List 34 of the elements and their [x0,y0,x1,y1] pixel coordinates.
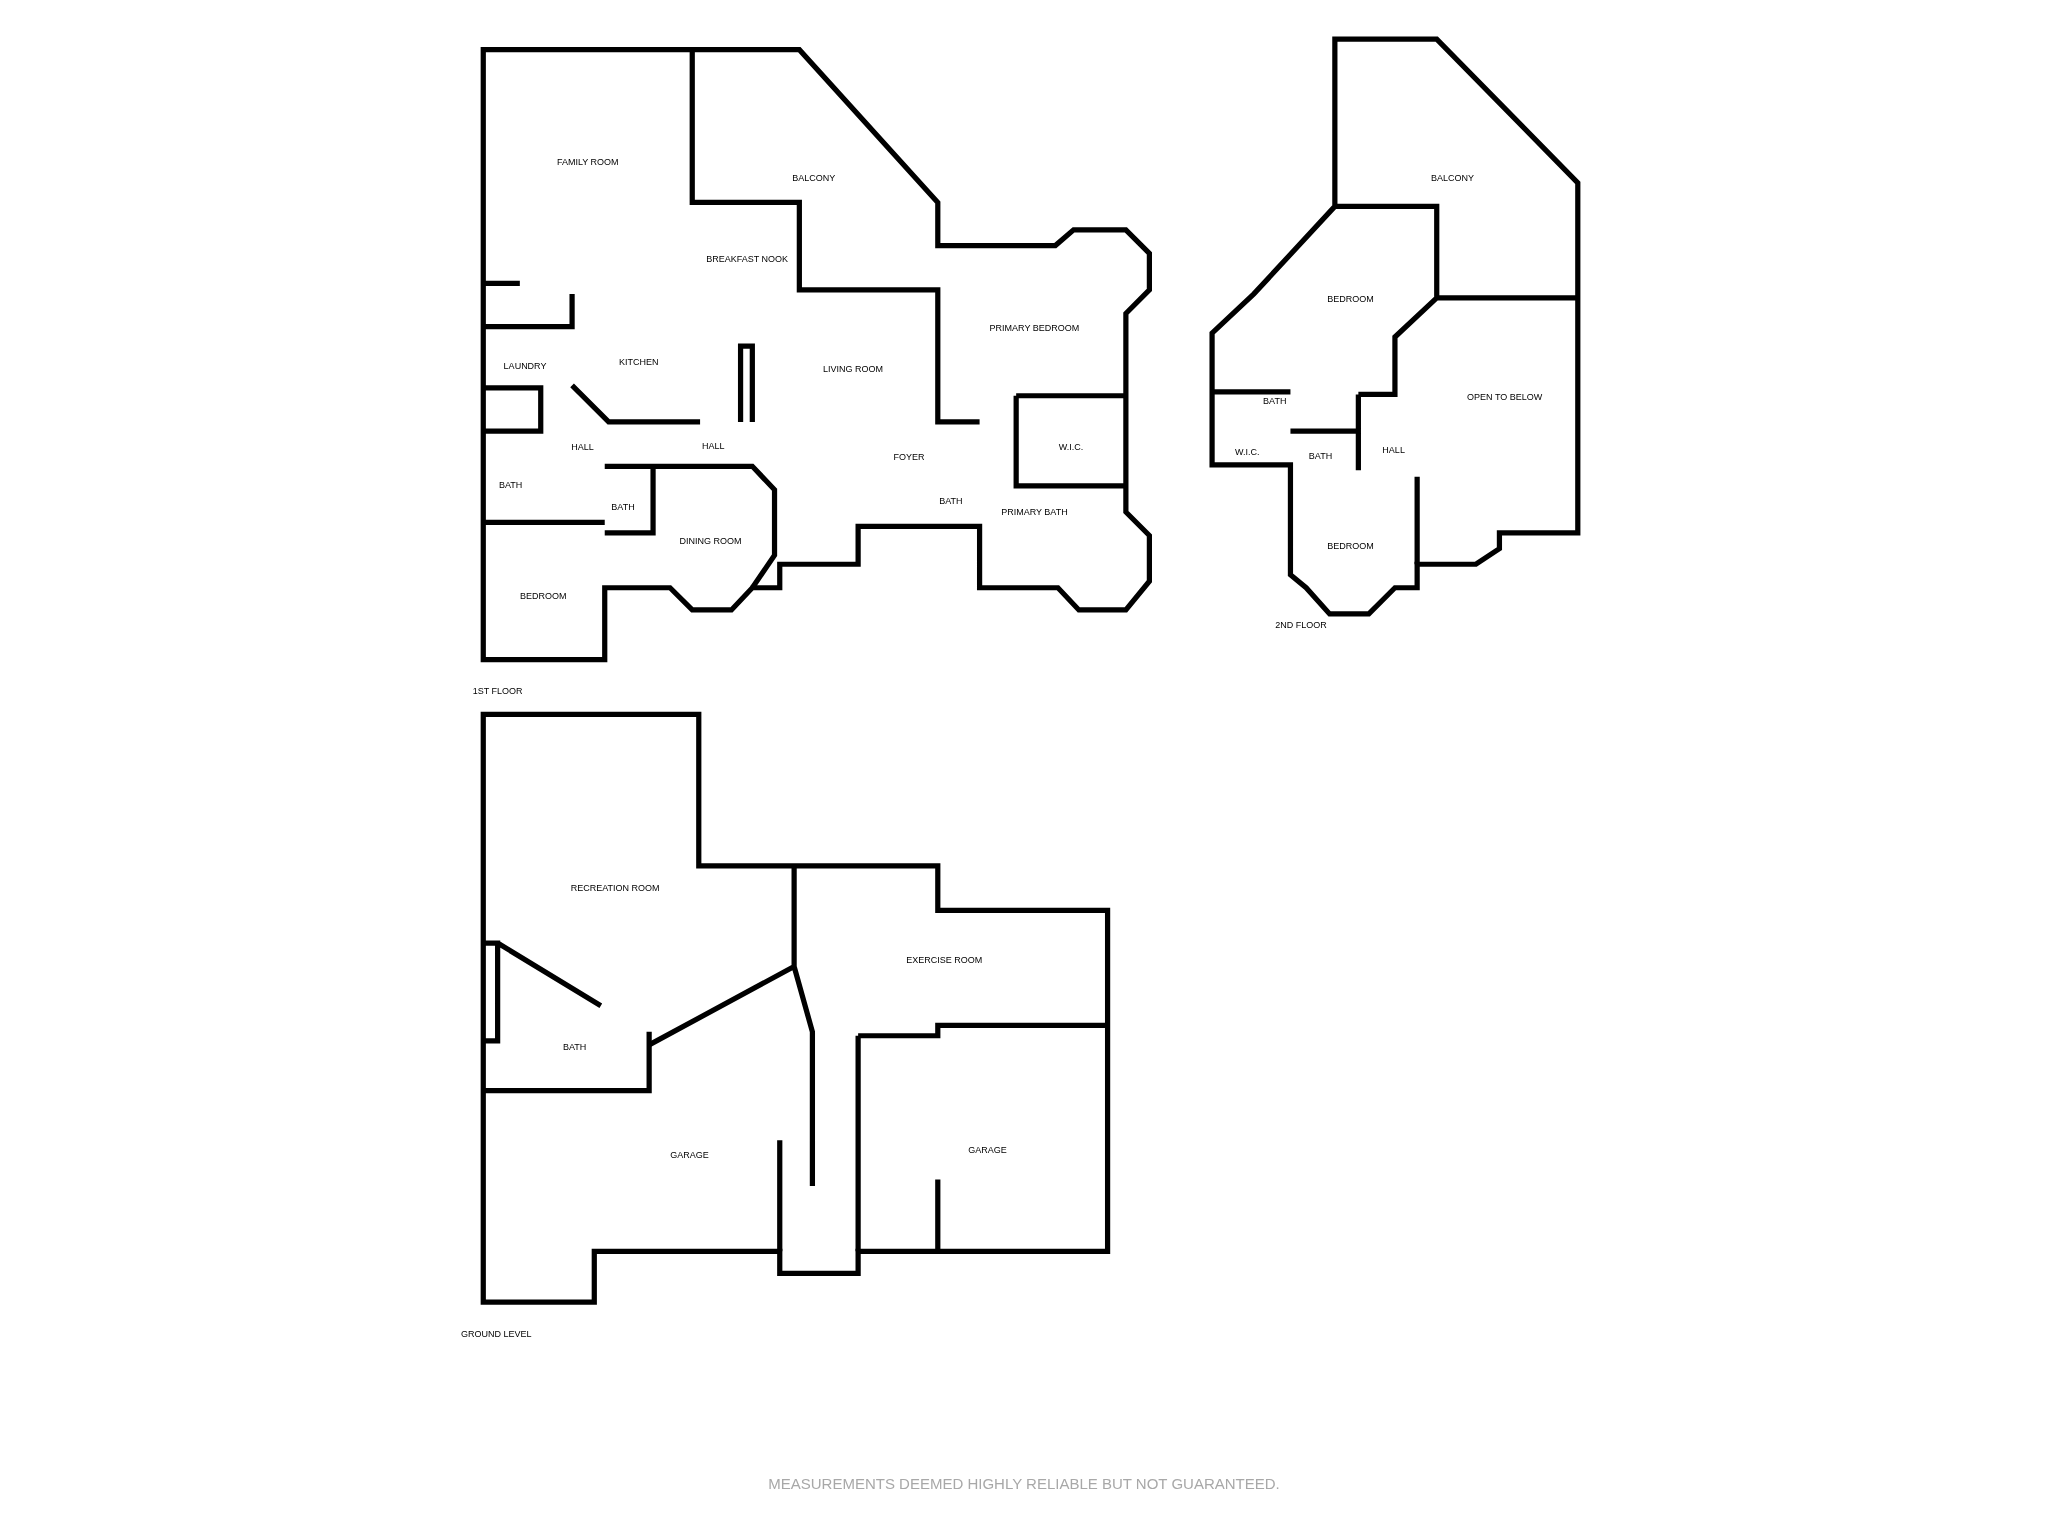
room-label: BATH [563,1040,587,1054]
room-label: W.I.C. [1058,441,1084,455]
room-label: DINING ROOM [679,535,742,549]
room-label: PRIMARY BEDROOM [989,322,1080,336]
room-label: EXERCISE ROOM [906,954,983,968]
room-label: BATH [939,494,963,508]
disclaimer-note: MEASUREMENTS DEEMED HIGHLY RELIABLE BUT NOT GUARANTEED. [768,1473,1280,1494]
room-label: LIVING ROOM [822,362,883,376]
room-label: BEDROOM [1327,293,1374,307]
room-label: GROUND LEVEL [461,1328,532,1342]
room-label: BATH [499,479,523,493]
room-label: BATH [1263,395,1287,409]
room-label: LAUNDRY [503,360,547,374]
room-label: BATH [1308,450,1333,464]
room-label: BALCONY [792,172,836,186]
room-label: BEDROOM [520,590,567,604]
room-label: HALL [1382,443,1405,457]
room-label: 1ST FLOOR [472,685,523,699]
room-label: KITCHEN [618,356,659,370]
room-label: RECREATION ROOM [570,882,660,896]
room-label: OPEN TO BELOW [1467,391,1543,405]
room-label: BATH [611,501,635,515]
room-label: W.I.C. [1235,446,1260,460]
room-label: HALL [701,439,725,453]
room-label: BREAKFAST NOOK [706,253,788,267]
room-label: GARAGE [670,1149,709,1163]
room-label: 2ND FLOOR [1275,618,1327,632]
room-label: FOYER [893,451,925,465]
room-label: BALCONY [1430,172,1474,186]
room-label: FAMILY ROOM [556,156,619,170]
room-label: GARAGE [968,1143,1007,1157]
room-label: BEDROOM [1327,540,1374,554]
room-label: HALL [571,441,594,455]
room-label: PRIMARY BATH [1001,506,1068,520]
